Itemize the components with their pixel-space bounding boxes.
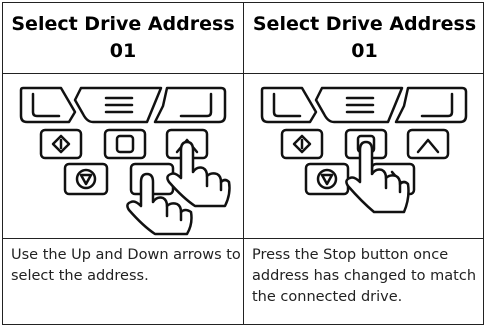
- instruction-table: Select Drive Address 01 Select Drive Add…: [2, 2, 484, 325]
- step-title-text: Select Drive Address: [253, 13, 476, 35]
- step-instruction: Use the Up and Down arrows to select the…: [11, 245, 241, 287]
- step-instruction: Press the Stop button once address has c…: [252, 245, 482, 308]
- keypad-illustration: [3, 74, 243, 238]
- drive-address-value: 01: [244, 38, 485, 65]
- row-divider-caption: [3, 238, 483, 239]
- drive-address-value: 01: [3, 38, 243, 65]
- up-key: [408, 130, 448, 158]
- step-title: Select Drive Address 01: [3, 11, 243, 65]
- step-title-text: Select Drive Address: [11, 13, 234, 35]
- step-title: Select Drive Address 01: [244, 11, 485, 65]
- keypad-illustration: [244, 74, 484, 238]
